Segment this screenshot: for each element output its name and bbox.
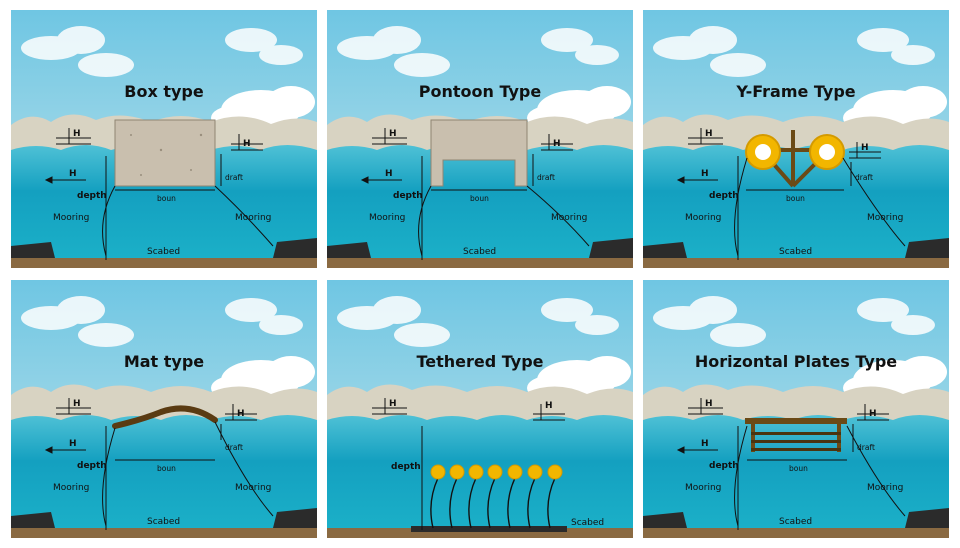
label-boun: boun bbox=[157, 464, 176, 473]
dimension-lines bbox=[44, 128, 274, 260]
mat-structure bbox=[112, 405, 218, 429]
label-h-right: H bbox=[243, 139, 251, 149]
yframe-type-diagram: H H H depth draft boun Mooring Mooring S… bbox=[643, 10, 949, 268]
label-mooring-right: Mooring bbox=[867, 213, 903, 223]
label-mooring-right: Mooring bbox=[551, 213, 587, 223]
label-seabed: Scabed bbox=[571, 518, 604, 528]
panel-title: Y-Frame Type bbox=[736, 82, 856, 101]
panel-title: Tethered Type bbox=[416, 352, 544, 371]
pontoon-type-diagram: H H H depth draft boun Mooring Mooring S… bbox=[327, 10, 633, 268]
label-mooring-right: Mooring bbox=[235, 483, 271, 493]
panel-title: Horizontal Plates Type bbox=[694, 352, 898, 371]
tethers bbox=[430, 477, 556, 529]
label-depth: depth bbox=[709, 461, 739, 471]
label-seabed: Scabed bbox=[779, 517, 812, 527]
label-mooring-left: Mooring bbox=[685, 213, 721, 223]
label-mooring-left: Mooring bbox=[685, 483, 721, 493]
rock-right bbox=[273, 238, 317, 258]
label-draft: draft bbox=[855, 173, 873, 182]
rock-left bbox=[11, 242, 55, 258]
box-structure bbox=[114, 119, 216, 187]
label-mooring-right: Mooring bbox=[867, 483, 903, 493]
label-h-arrow: H bbox=[385, 169, 393, 179]
label-h-right: H bbox=[869, 409, 877, 419]
label-h-right: H bbox=[545, 401, 553, 411]
label-mooring-left: Mooring bbox=[53, 213, 89, 223]
panel-yframe-type: H H H depth draft boun Mooring Mooring S… bbox=[643, 10, 949, 268]
panel-box-type: H H H depth draft boun Mooring Mooring S… bbox=[11, 10, 317, 268]
box-type-diagram: H H H depth draft boun Mooring Mooring S… bbox=[11, 10, 317, 268]
label-draft: draft bbox=[537, 173, 555, 182]
label-depth: depth bbox=[77, 461, 107, 471]
label-seabed: Scabed bbox=[463, 247, 496, 257]
label-h-left: H bbox=[73, 399, 81, 409]
mat-type-diagram: H H H depth draft boun Mooring Mooring S… bbox=[11, 280, 317, 538]
label-h-arrow: H bbox=[69, 439, 77, 449]
seabed bbox=[11, 258, 317, 268]
label-h-right: H bbox=[861, 143, 869, 153]
label-seabed: Scabed bbox=[779, 247, 812, 257]
horizontal-plates-type-diagram: H H H depth draft boun Mooring Mooring S… bbox=[643, 280, 949, 538]
label-boun: boun bbox=[789, 464, 808, 473]
label-mooring-left: Mooring bbox=[369, 213, 405, 223]
label-depth: depth bbox=[77, 191, 107, 201]
panel-title: Box type bbox=[124, 82, 204, 101]
panel-tethered-type: H H depth Scabed Tethered Type bbox=[327, 280, 633, 538]
label-h-left: H bbox=[705, 399, 713, 409]
label-h-left: H bbox=[705, 129, 713, 139]
cloud bbox=[21, 26, 303, 77]
label-h-left: H bbox=[73, 129, 81, 139]
label-depth: depth bbox=[391, 462, 421, 472]
pontoon-structure bbox=[430, 119, 528, 187]
label-h-left: H bbox=[389, 129, 397, 139]
panel-pontoon-type: H H H depth draft boun Mooring Mooring S… bbox=[327, 10, 633, 268]
panel-title: Pontoon Type bbox=[418, 82, 542, 101]
label-boun: boun bbox=[157, 194, 176, 203]
label-seabed: Scabed bbox=[147, 247, 180, 257]
buoys bbox=[430, 464, 563, 480]
label-boun: boun bbox=[786, 194, 805, 203]
panel-title: Mat type bbox=[123, 352, 205, 371]
label-h-right: H bbox=[553, 139, 561, 149]
label-draft: draft bbox=[225, 443, 243, 452]
label-seabed: Scabed bbox=[147, 517, 180, 527]
label-h-left: H bbox=[389, 399, 397, 409]
label-mooring-left: Mooring bbox=[53, 483, 89, 493]
label-draft: draft bbox=[857, 443, 875, 452]
label-mooring-right: Mooring bbox=[235, 213, 271, 223]
label-h-right: H bbox=[237, 409, 245, 419]
label-draft: draft bbox=[225, 173, 243, 182]
label-depth: depth bbox=[393, 191, 423, 201]
label-h-arrow: H bbox=[701, 439, 709, 449]
panel-mat-type: H H H depth draft boun Mooring Mooring S… bbox=[11, 280, 317, 538]
seabed-base bbox=[411, 526, 567, 532]
panel-horizontal-plates-type: H H H depth draft boun Mooring Mooring S… bbox=[643, 280, 949, 538]
label-h-arrow: H bbox=[69, 169, 77, 179]
label-depth: depth bbox=[709, 191, 739, 201]
label-h-arrow: H bbox=[701, 169, 709, 179]
horizontal-plates-structure bbox=[745, 418, 847, 452]
tethered-type-diagram: H H depth Scabed bbox=[327, 280, 633, 538]
label-boun: boun bbox=[470, 194, 489, 203]
